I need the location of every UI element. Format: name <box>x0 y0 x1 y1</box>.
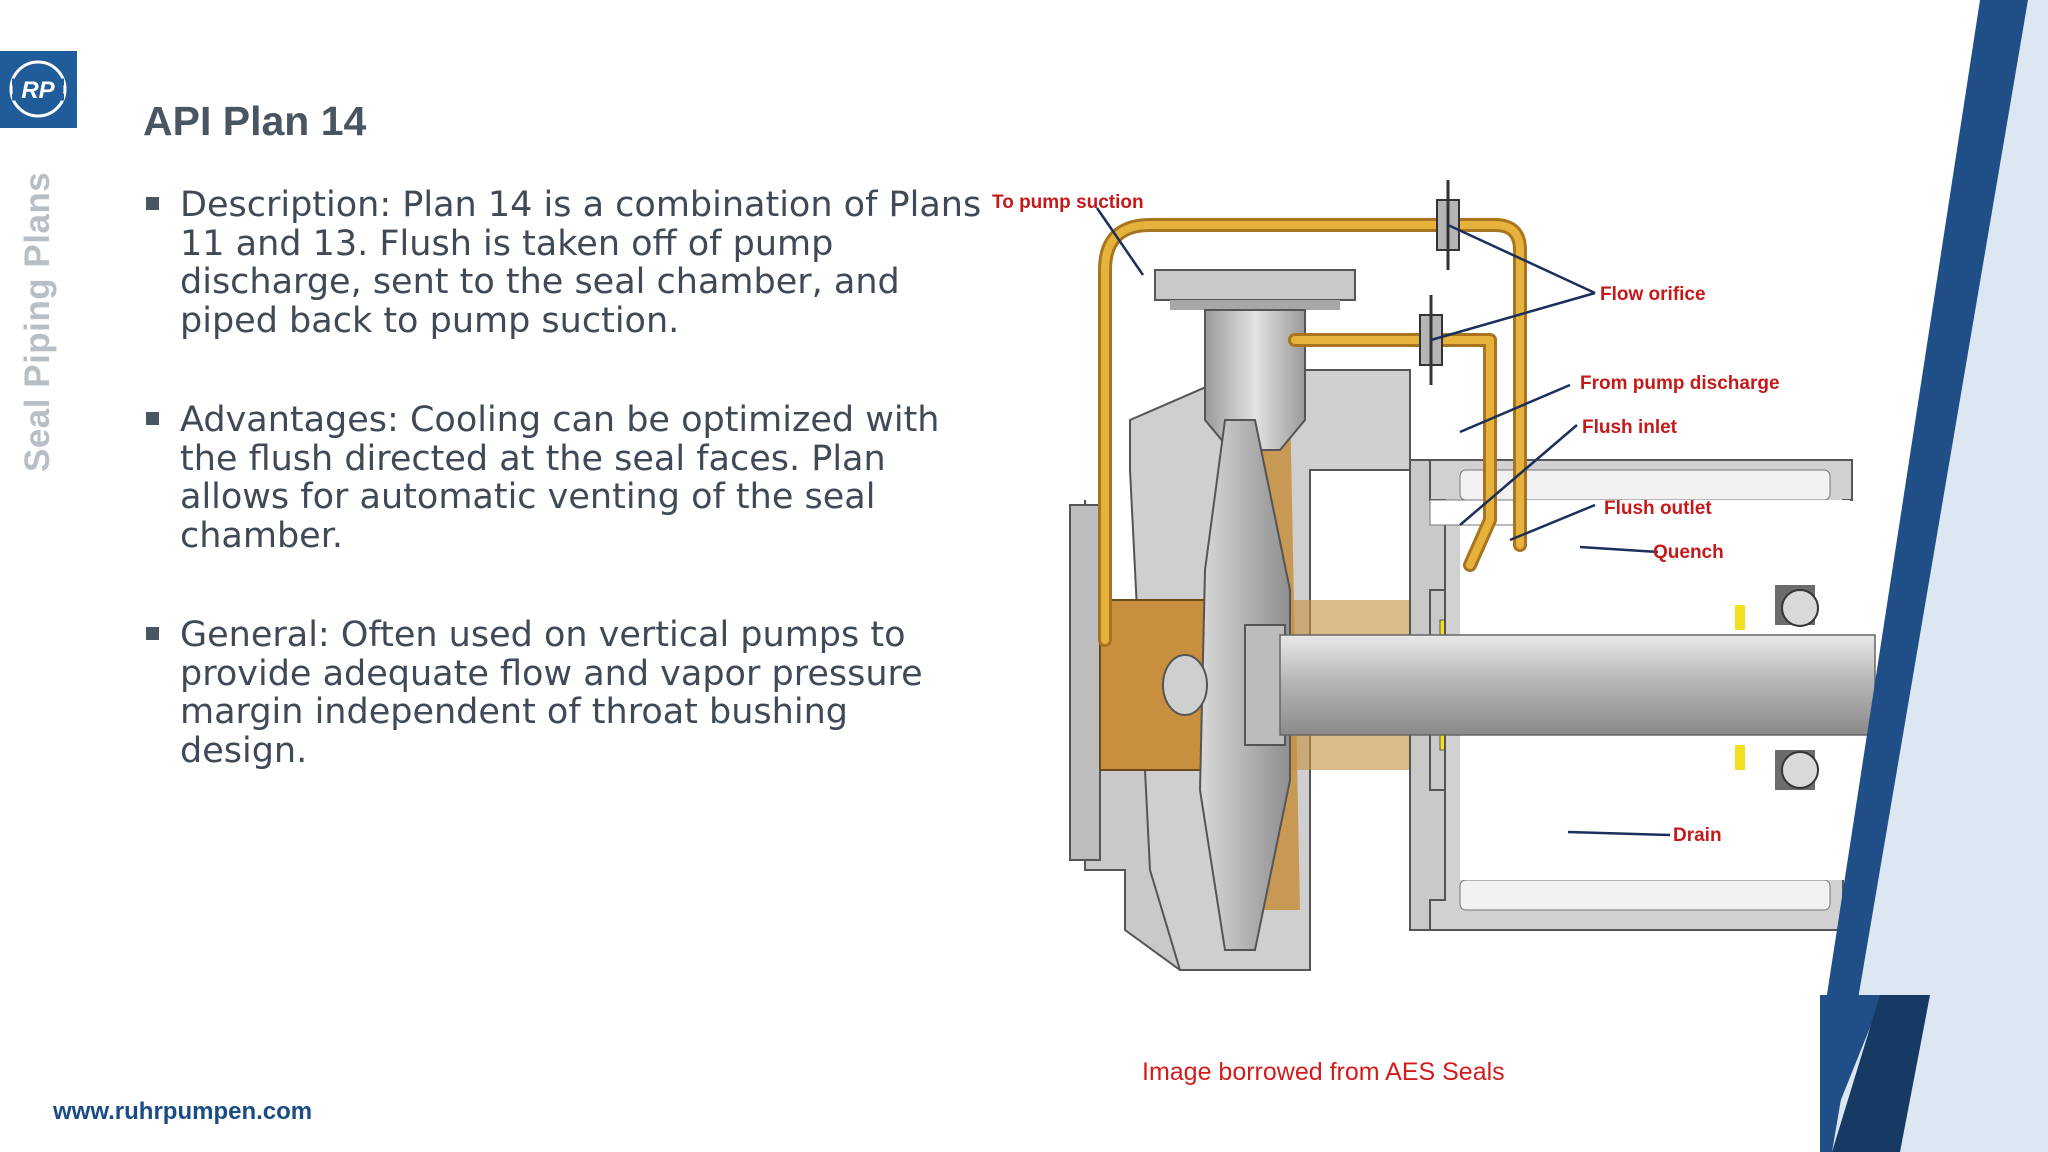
impeller <box>1162 419 1291 951</box>
pump-shaft <box>1279 634 1876 736</box>
image-credit: Image borrowed from AES Seals <box>1142 1058 1505 1086</box>
footer-website-url: www.ruhrpumpen.com <box>53 1098 313 1125</box>
label-drain: Drain <box>1673 825 1722 846</box>
logo-text: RP <box>21 77 55 104</box>
label-flush-outlet: Flush outlet <box>1604 498 1712 519</box>
bullet-advantages: Advantages: Cooling can be optimized wit… <box>143 401 983 555</box>
label-from-pump-discharge: From pump discharge <box>1580 373 1780 394</box>
bullet-text: General: Often used on vertical pumps to… <box>180 615 923 771</box>
bullet-text: Advantages: Cooling can be optimized wit… <box>180 400 940 556</box>
bullet-general: General: Often used on vertical pumps to… <box>143 616 983 770</box>
discharge-nozzle <box>1154 269 1356 451</box>
sidebar-section-title: Seal Piping Plans <box>18 171 57 472</box>
label-flush-inlet: Flush inlet <box>1582 417 1678 438</box>
label-quench: Quench <box>1653 542 1724 563</box>
slide-title: API Plan 14 <box>143 98 367 144</box>
flush-piping <box>1098 218 1527 647</box>
bullet-list: Description: Plan 14 is a combination of… <box>143 186 983 831</box>
slide-decoration <box>1820 0 2048 1152</box>
bullet-description: Description: Plan 14 is a combination of… <box>143 186 983 340</box>
label-flow-orifice: Flow orifice <box>1600 284 1706 305</box>
bullet-square-icon <box>146 197 159 210</box>
bullet-square-icon <box>146 627 159 640</box>
label-to-pump-suction: To pump suction <box>992 192 1144 213</box>
callout-leaders <box>1095 207 1671 837</box>
pump-cutaway-diagram: To pump suction Flow orifice From pump d… <box>992 180 1876 971</box>
bullet-square-icon <box>146 412 159 425</box>
bullet-text: Description: Plan 14 is a combination of… <box>180 185 982 341</box>
logo-mark: RP <box>9 60 67 118</box>
ruhrpumpen-logo: RP <box>0 51 77 128</box>
